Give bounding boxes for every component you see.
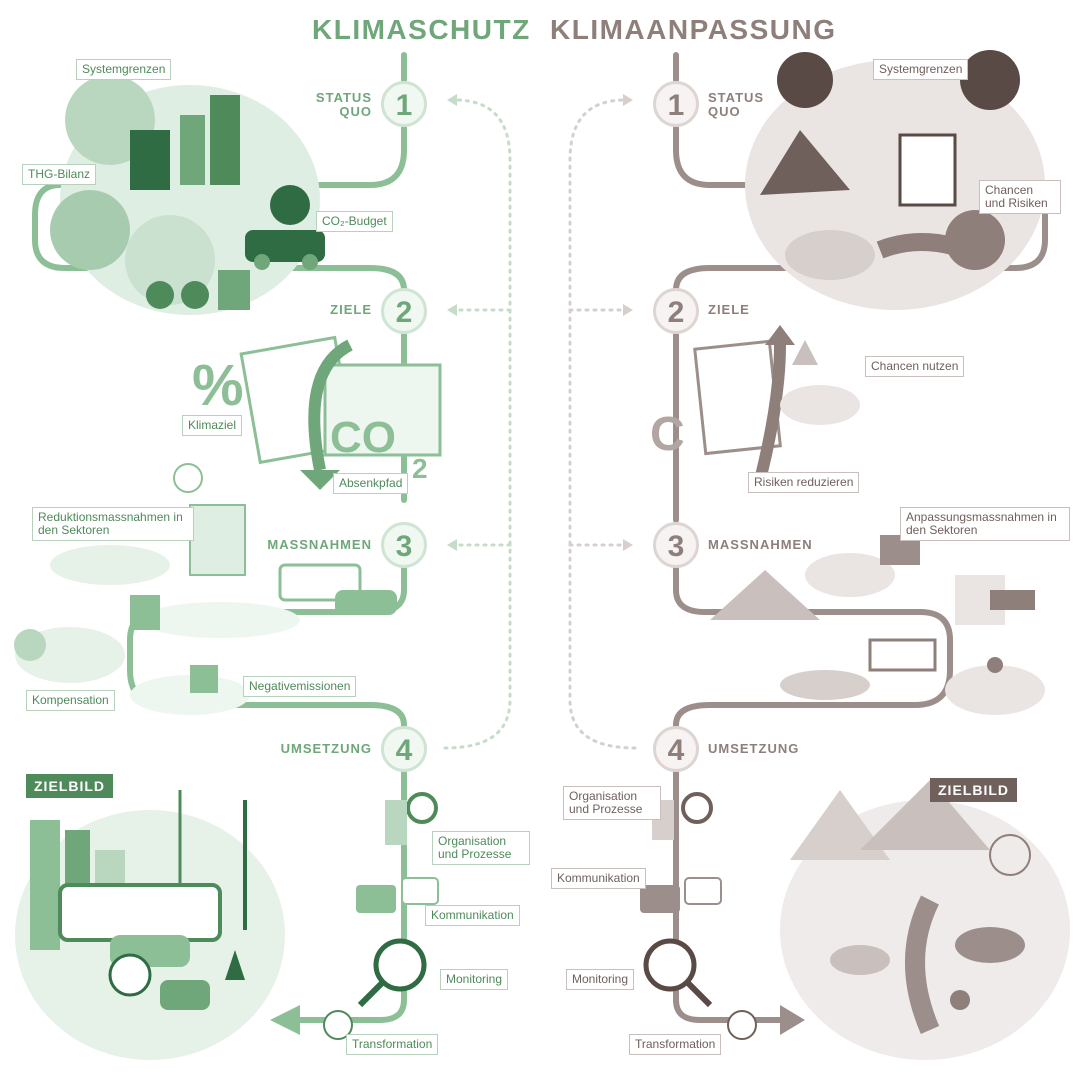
label-chancen-und-risiken: Chancen und Risiken bbox=[979, 180, 1061, 214]
right-step-1-label: STATUS QUO bbox=[708, 90, 765, 119]
left-zielbild-illustration bbox=[15, 790, 285, 1060]
chat-bubble-icon bbox=[356, 885, 396, 913]
mountain-icon bbox=[710, 570, 820, 620]
co2-icon bbox=[270, 185, 310, 225]
sun-icon bbox=[173, 463, 203, 493]
label-systemgrenzen-left: Systemgrenzen bbox=[76, 59, 172, 80]
left-step-3-number: 3 bbox=[381, 522, 427, 568]
gear-icon bbox=[681, 792, 713, 824]
left-step-4-label: UMSETZUNG bbox=[280, 741, 372, 756]
right-umsetzung-icons bbox=[640, 792, 757, 1040]
magnifier-icon bbox=[373, 938, 427, 992]
zielbild-badge-left: ZIELBILD bbox=[26, 774, 113, 798]
label-klimaziel: Klimaziel bbox=[182, 415, 243, 436]
svg-text:CO: CO bbox=[330, 413, 396, 462]
label-kommunikation-left: Kommunikation bbox=[425, 905, 520, 926]
right-ziele-illustration: C bbox=[650, 325, 860, 482]
left-status-quo-illustration bbox=[50, 75, 325, 315]
svg-text:C: C bbox=[650, 408, 685, 461]
svg-text:%: % bbox=[192, 353, 244, 418]
label-negativemissionen: Negativemissionen bbox=[243, 676, 357, 697]
left-step-1-number: 1 bbox=[381, 81, 427, 127]
label-organisation-right: Organisation und Prozesse bbox=[563, 786, 661, 820]
label-monitoring-left: Monitoring bbox=[440, 969, 509, 990]
label-anpassungsmassnahmen: Anpassungsmassnahmen in den Sektoren bbox=[900, 507, 1070, 541]
zielbild-badge-right: ZIELBILD bbox=[930, 778, 1017, 802]
header-klimaanpassung: KLIMAANPASSUNG bbox=[550, 14, 837, 45]
right-massnahmen-illustration bbox=[710, 535, 1045, 715]
left-step-3-label: MASSNAHMEN bbox=[267, 537, 372, 552]
gear-icon bbox=[406, 792, 438, 824]
label-kommunikation-right: Kommunikation bbox=[551, 868, 646, 889]
right-end-arrow-icon bbox=[780, 1005, 805, 1035]
right-step-4-number: 4 bbox=[653, 726, 699, 772]
right-status-quo-illustration bbox=[745, 50, 1045, 310]
left-step-2-number: 2 bbox=[381, 288, 427, 334]
left-step-4-number: 4 bbox=[381, 726, 427, 772]
label-monitoring-right: Monitoring bbox=[566, 969, 635, 990]
label-thg-bilanz: THG-Bilanz bbox=[22, 164, 97, 185]
right-step-2-number: 2 bbox=[653, 288, 699, 334]
label-systemgrenzen-right: Systemgrenzen bbox=[873, 59, 969, 80]
left-feedback-dots bbox=[443, 98, 512, 750]
left-massnahmen-illustration bbox=[14, 463, 397, 715]
right-zielbild-illustration bbox=[780, 780, 1070, 1060]
label-co2-budget: CO₂-Budget bbox=[316, 211, 393, 232]
label-kompensation: Kompensation bbox=[26, 690, 115, 711]
right-feedback-dots bbox=[568, 98, 637, 750]
right-step-4-label: UMSETZUNG bbox=[708, 741, 800, 756]
right-step-3-number: 3 bbox=[653, 522, 699, 568]
label-absenkpfad: Absenkpfad bbox=[333, 473, 409, 494]
svg-text:2: 2 bbox=[412, 453, 428, 484]
label-risiken-reduzieren: Risiken reduzieren bbox=[748, 472, 860, 493]
right-step-3-label: MASSNAHMEN bbox=[708, 537, 813, 552]
left-ziele-illustration: % CO 2 bbox=[192, 335, 442, 490]
left-step-2-label: ZIELE bbox=[330, 302, 372, 317]
left-umsetzung-icons bbox=[323, 792, 439, 1040]
label-transformation-left: Transformation bbox=[346, 1034, 439, 1055]
magnifier-icon bbox=[643, 938, 697, 992]
label-transformation-right: Transformation bbox=[629, 1034, 722, 1055]
right-step-1-number: 1 bbox=[653, 81, 699, 127]
right-path bbox=[673, 52, 1048, 1023]
chat-bubble-icon bbox=[640, 885, 680, 913]
label-chancen-nutzen: Chancen nutzen bbox=[865, 356, 965, 377]
label-reduktionsmassnahmen: Reduktionsmassnahmen in den Sektoren bbox=[32, 507, 194, 541]
factory-icon bbox=[189, 504, 246, 576]
sun-icon bbox=[989, 834, 1031, 876]
left-end-arrow-icon bbox=[270, 1005, 300, 1035]
label-organisation-left: Organisation und Prozesse bbox=[432, 831, 530, 865]
flower-icon bbox=[987, 657, 1003, 673]
header-klimaschutz: KLIMASCHUTZ bbox=[312, 14, 531, 45]
left-step-1-label: STATUS QUO bbox=[315, 90, 372, 119]
right-step-2-label: ZIELE bbox=[708, 302, 750, 317]
